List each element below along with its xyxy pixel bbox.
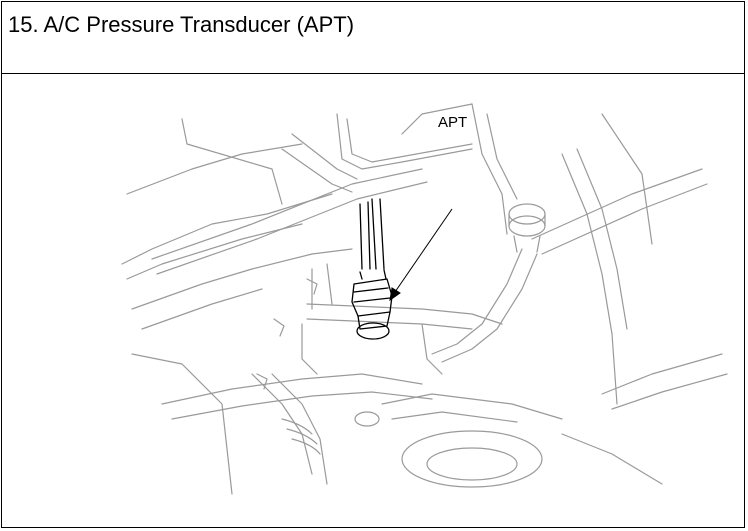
hose-line — [161, 373, 423, 405]
pipe-line — [541, 183, 708, 255]
pipe-line — [431, 248, 523, 355]
engine-bay-illustration — [121, 103, 728, 495]
structure-line — [486, 113, 518, 200]
reservoir-neck — [513, 235, 541, 253]
pipe-line — [151, 168, 423, 260]
body-panel-line — [181, 118, 283, 205]
housing-line — [391, 411, 518, 423]
pipe-line — [531, 168, 703, 240]
structure-line — [561, 153, 618, 405]
body-panel-line — [611, 373, 728, 410]
pipe-line — [336, 113, 473, 170]
structure-line — [401, 103, 473, 135]
pipe-line — [441, 253, 538, 363]
bracket-line — [421, 323, 443, 375]
callout-arrowhead — [389, 287, 401, 302]
pipe-line — [346, 118, 473, 163]
bolt — [354, 411, 380, 427]
body-panel-line — [126, 223, 303, 280]
bracket-line — [306, 303, 503, 325]
page-title: 15. A/C Pressure Transducer (APT) — [8, 12, 355, 37]
sensor-wire — [359, 269, 387, 280]
apt-sensor-body — [357, 311, 391, 330]
housing-line — [381, 393, 563, 420]
body-panel-line — [121, 193, 333, 265]
hose-line — [271, 373, 328, 485]
pipe-line — [291, 133, 358, 180]
pipe-line — [281, 148, 353, 193]
title-bar: 15. A/C Pressure Transducer (APT) — [2, 2, 744, 74]
bracket-line — [306, 318, 473, 330]
body-panel-line — [126, 143, 303, 195]
reservoir-cap — [508, 213, 546, 227]
hose-clamp — [281, 418, 321, 455]
apt-callout-label: APT — [438, 114, 468, 131]
body-panel-line — [601, 353, 723, 395]
diagram-figure — [2, 74, 746, 529]
body-panel-line — [141, 288, 263, 330]
callout-leader-line — [394, 208, 453, 293]
apt-connector — [351, 278, 393, 317]
structure-line — [601, 113, 653, 245]
apt-sensor-base — [356, 322, 390, 340]
apt-connector — [353, 287, 391, 303]
reservoir-cap — [508, 203, 546, 225]
body-panel-line — [131, 353, 233, 495]
bracket-bolt — [273, 318, 285, 337]
body-panel-line — [131, 248, 353, 310]
reservoir-cap — [508, 215, 546, 237]
round-housing — [401, 430, 543, 488]
bracket-bolt — [256, 373, 268, 390]
body-panel-line — [561, 433, 663, 485]
structure-line — [471, 103, 508, 235]
sensor-wire — [359, 201, 371, 270]
hose-line — [251, 373, 313, 475]
pipe-line — [156, 181, 428, 275]
structure-line — [576, 148, 628, 330]
round-housing — [426, 447, 518, 481]
bracket-line — [326, 263, 333, 305]
sensor-wire — [371, 198, 385, 270]
hose-line — [171, 391, 433, 420]
bracket-bolt — [306, 278, 318, 295]
bracket-line — [301, 323, 318, 375]
